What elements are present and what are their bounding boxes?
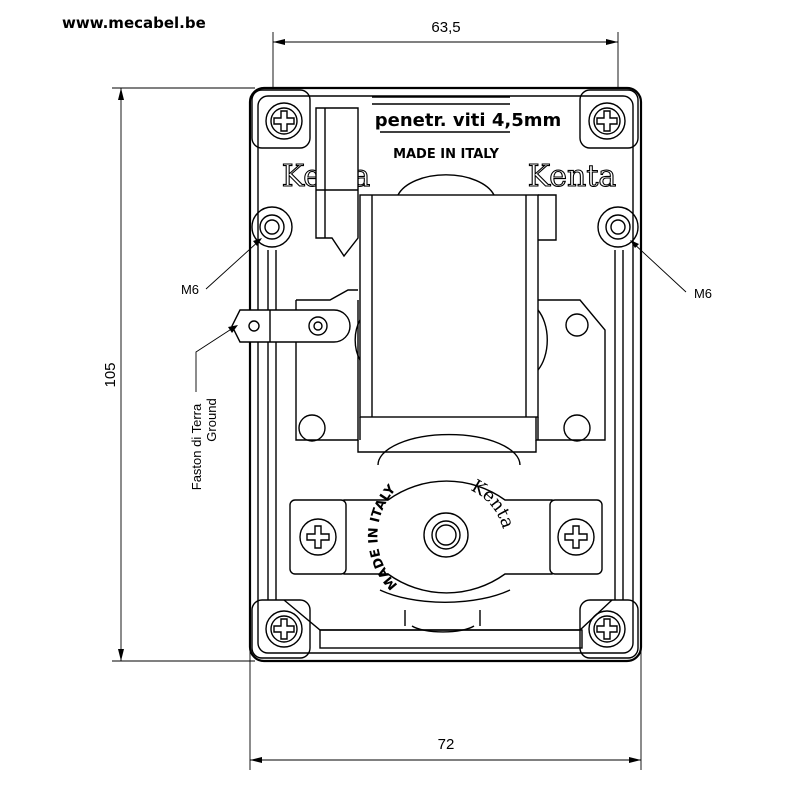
gearbox-cover [289, 433, 603, 633]
mount-label-right: M6 [694, 286, 712, 301]
dimension-width-bottom-value: 72 [438, 736, 455, 753]
coil-stator [354, 194, 557, 440]
gearbox-screw-right-icon [557, 518, 595, 556]
callout-m6-right: M6 [630, 240, 712, 301]
hole-right-icon [563, 414, 591, 442]
dimension-height-value: 105 [102, 362, 119, 387]
made-in-italy-top: MADE IN ITALY [393, 147, 499, 162]
callout-faston-ground: Faston di Terra Ground [189, 325, 238, 490]
screw-top-right-icon [579, 89, 639, 149]
screw-penetration-note: penetr. viti 4,5mm [375, 110, 561, 131]
mount-label-left: M6 [181, 282, 199, 297]
dimension-width-top-value: 63,5 [431, 19, 460, 36]
screw-bottom-left-icon [251, 599, 311, 659]
faston-tab-top [315, 107, 359, 258]
mount-hole-left-icon [251, 206, 293, 248]
output-shaft-icon [423, 512, 469, 558]
gearbox-screw-left-icon [299, 518, 337, 556]
dimension-height-left: 105 [102, 87, 255, 662]
brand-right: Kenta [528, 159, 617, 194]
motor-body [248, 86, 643, 663]
faston-label-line2: Ground [204, 398, 219, 441]
screw-bottom-right-icon [579, 599, 639, 659]
callout-m6-left: M6 [181, 238, 262, 297]
hole-left-icon [298, 414, 326, 442]
dimension-width-bottom: 72 [249, 600, 642, 770]
hole-upper-right-icon [565, 313, 589, 337]
dimension-width-top: 63,5 [272, 19, 619, 88]
website-url: www.mecabel.be [62, 14, 206, 32]
faston-label-line1: Faston di Terra [189, 403, 204, 490]
screw-top-left-icon [251, 89, 311, 149]
mount-hole-right-icon [597, 206, 639, 248]
ground-faston-terminal [231, 309, 351, 343]
rotor-top [397, 174, 495, 196]
